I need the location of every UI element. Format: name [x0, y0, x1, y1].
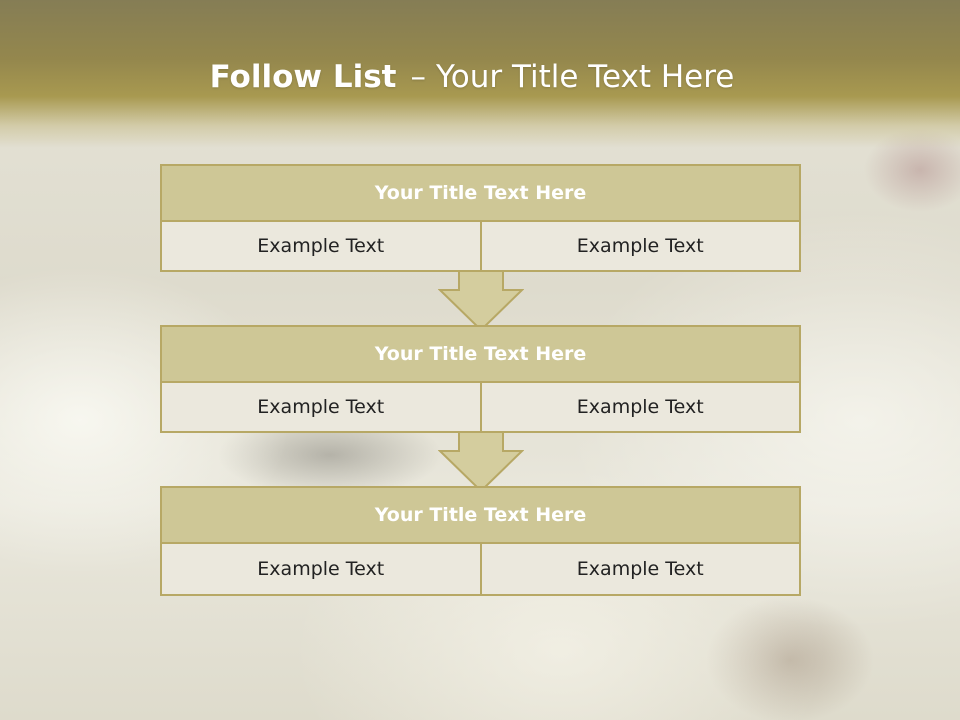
down-arrow-icon: [438, 270, 524, 332]
slide-title-bold: Follow List: [209, 59, 397, 95]
block-cell-left: Example Text: [162, 222, 480, 270]
block-cell-right: Example Text: [479, 383, 799, 431]
slide-title-rest: Your Title Text Here: [435, 59, 735, 95]
down-arrow-icon: [438, 431, 524, 493]
block-row: Example Text Example Text: [162, 544, 799, 594]
block-row: Example Text Example Text: [162, 383, 799, 431]
list-block-2: Your Title Text Here Example Text Exampl…: [160, 325, 801, 433]
block-cell-left: Example Text: [162, 383, 480, 431]
slide-title: Follow List–Your Title Text Here: [0, 52, 944, 102]
block-title: Your Title Text Here: [162, 166, 799, 222]
block-row: Example Text Example Text: [162, 222, 799, 270]
list-block-1: Your Title Text Here Example Text Exampl…: [160, 164, 801, 272]
block-cell-left: Example Text: [162, 544, 480, 594]
list-block-3: Your Title Text Here Example Text Exampl…: [160, 486, 801, 596]
block-title: Your Title Text Here: [162, 327, 799, 383]
header-band: [0, 0, 960, 148]
block-title: Your Title Text Here: [162, 488, 799, 544]
slide-title-separator: –: [410, 59, 426, 95]
block-cell-right: Example Text: [479, 222, 799, 270]
block-cell-right: Example Text: [479, 544, 799, 594]
